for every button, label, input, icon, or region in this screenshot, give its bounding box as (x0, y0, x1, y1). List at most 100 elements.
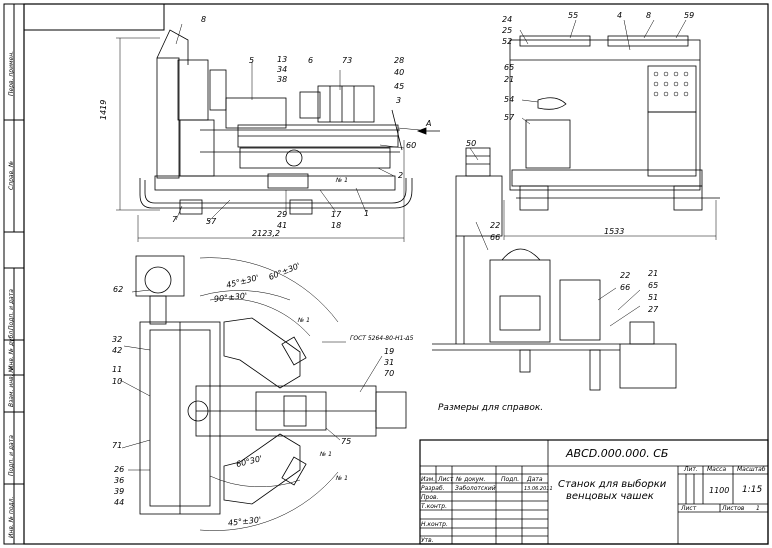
sheets-label: Листов (722, 505, 745, 512)
callout-42: 42 (112, 346, 123, 355)
lit-label: Лит. (684, 466, 698, 473)
sheets-total: 1 (756, 505, 760, 512)
callout-66: 66 (490, 233, 501, 242)
callout-34: 34 (277, 65, 288, 74)
developer-date: 13.06.2011 (524, 486, 553, 492)
role-developer: Разраб. (421, 485, 445, 492)
col-date: Дата (527, 476, 543, 483)
callout-52: 52 (502, 37, 513, 46)
callout-75: 75 (341, 437, 352, 446)
plan-view (119, 255, 407, 531)
callout-3: 3 (396, 96, 402, 105)
callout-51: 51 (648, 293, 659, 302)
role-approved: Утв. (421, 537, 434, 544)
callout-65: 65 (504, 63, 515, 72)
view-arrow-label: A (426, 119, 432, 128)
callout-13: 13 (277, 55, 288, 64)
callout-36: 36 (114, 476, 125, 485)
col-list: Лист (438, 476, 454, 483)
callout-70: 70 (384, 369, 395, 378)
doc-code: АВСD.000.000. СБ (566, 447, 669, 460)
developer-name: Заболотский (455, 485, 496, 492)
callout-10: 10 (112, 377, 123, 386)
side-label-orig-inv: Инв. № подл. (8, 496, 15, 538)
weld-gost-note: ГОСТ 5264-80-Н1-Δ5 (350, 335, 414, 342)
callout-2: 2 (398, 171, 404, 180)
side-label-replace-inv: Взам. инв. № (8, 366, 15, 407)
callout-32: 32 (112, 335, 123, 344)
callout-57: 57 (206, 217, 217, 226)
callout-28: 28 (394, 56, 405, 65)
height-dimension: 1419 (99, 99, 108, 120)
callout-6: 6 (308, 56, 314, 65)
callout-24: 24 (502, 15, 513, 24)
weld-mark-plan-3: № 1 (336, 475, 348, 482)
callout-41: 41 (277, 221, 288, 230)
weld-mark-front: № 1 (336, 177, 348, 184)
front-view (116, 23, 440, 242)
callout-73: 73 (342, 56, 353, 65)
callout-66-lower: 66 (620, 283, 631, 292)
drawing-title-line-1: Станок для выборки (558, 479, 667, 490)
role-tech-control: Т.контр. (421, 503, 448, 510)
callout-5: 5 (249, 56, 255, 65)
callout-38: 38 (277, 75, 288, 84)
callout-40: 40 (394, 68, 405, 77)
weld-mark-plan-2: № 1 (320, 451, 332, 458)
callout-22-lower: 22 (620, 271, 631, 280)
side-view (455, 19, 720, 240)
callout-29: 29 (277, 210, 288, 219)
mass-value: 1100 (709, 486, 730, 495)
callout-26: 26 (114, 465, 125, 474)
callout-22: 22 (490, 221, 501, 230)
callout-60: 60 (406, 141, 417, 150)
role-checker: Пров. (421, 494, 439, 501)
callout-31: 31 (384, 358, 395, 367)
callout-4: 4 (617, 11, 623, 20)
callout-45: 45 (394, 82, 405, 91)
callout-7: 7 (172, 215, 178, 224)
callout-19: 19 (384, 347, 395, 356)
length-dimension: 2123,2 (252, 229, 280, 238)
callout-54: 54 (504, 95, 515, 104)
callout-1: 1 (364, 209, 370, 218)
callout-11: 11 (112, 365, 123, 374)
callout-59: 59 (684, 11, 695, 20)
callout-25: 25 (502, 26, 513, 35)
callout-17: 17 (331, 210, 342, 219)
side-label-reference-no: Справ. № (8, 160, 15, 190)
mass-label: Масса (707, 466, 727, 473)
callout-8: 8 (201, 15, 207, 24)
col-sign: Подп. (501, 476, 520, 483)
callout-21-lower: 21 (648, 269, 659, 278)
col-doc-no: № докум. (456, 476, 486, 483)
section-view (432, 221, 677, 391)
callout-65-lower: 65 (648, 281, 659, 290)
title-block (419, 439, 769, 545)
side-label-sign-date-1: Подп. и дата (8, 289, 15, 330)
top-left-box (23, 3, 165, 31)
callout-8-side: 8 (646, 11, 652, 20)
callout-57-side: 57 (504, 113, 515, 122)
drawing-title-line-2: венцовых чашек (566, 491, 654, 502)
callout-50: 50 (466, 139, 477, 148)
role-norm-control: Н.контр. (421, 521, 448, 528)
callout-18: 18 (331, 221, 342, 230)
scale-label: Масштаб (737, 466, 766, 473)
side-label-sign-date-2: Подп. и дата (8, 435, 15, 476)
width-dimension: 1533 (604, 227, 625, 236)
callout-39: 39 (114, 487, 125, 496)
side-label-first-use: Перв. примен. (8, 50, 15, 96)
col-izm: Изм. (421, 476, 436, 483)
side-label-dup-inv: Инв. № дубл. (8, 328, 15, 370)
callout-44: 44 (114, 498, 125, 507)
callout-71: 71 (112, 441, 123, 450)
callout-27: 27 (648, 305, 659, 314)
weld-mark-plan-1: № 1 (298, 317, 310, 324)
sheet-label: Лист (681, 505, 697, 512)
reference-note: Размеры для справок. (438, 403, 544, 413)
scale-value: 1:15 (742, 485, 763, 495)
callout-55: 55 (568, 11, 579, 20)
callout-21: 21 (504, 75, 515, 84)
